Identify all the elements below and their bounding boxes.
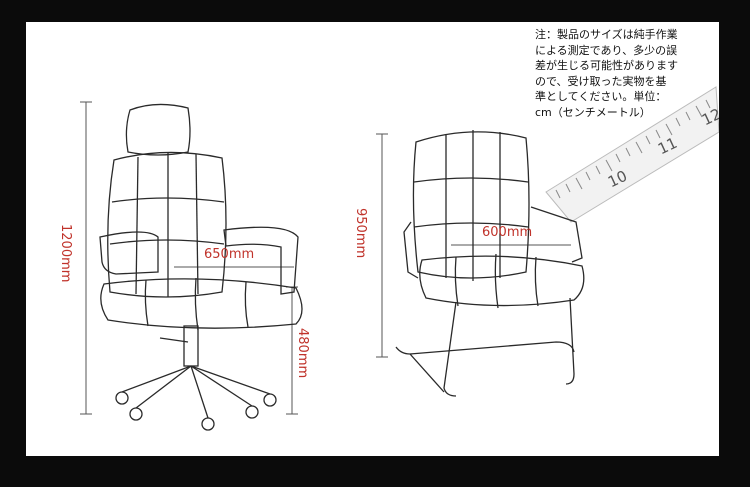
note-line: による測定であり、多少の誤 bbox=[535, 43, 678, 57]
office-chair-sketch bbox=[99, 103, 303, 431]
measurement-note: 注：製品のサイズは純手作業 による測定であり、多少の誤 差が生じる可能性がありま… bbox=[535, 27, 711, 120]
guest-chair-sketch bbox=[395, 130, 585, 397]
ruler-graphic bbox=[545, 86, 719, 223]
product-dimension-sheet: 1200mm 650mm 480mm 950mm 600mm 10 11 12 … bbox=[26, 22, 719, 456]
guest-chair-width-label: 600mm bbox=[482, 225, 533, 240]
note-line: 準としてください。単位： bbox=[535, 90, 667, 103]
office-chair-width-label: 650mm bbox=[204, 247, 255, 262]
chair-sketch-drawing bbox=[80, 86, 719, 431]
note-line: 注：製品のサイズは純手作業 bbox=[535, 28, 678, 41]
note-line: 差が生じる可能性があります bbox=[535, 59, 678, 72]
guest-chair-height-label: 950mm bbox=[353, 208, 368, 259]
note-line: ので、受け取った実物を基 bbox=[535, 74, 667, 88]
office-chair-seat-height-label: 480mm bbox=[295, 328, 310, 379]
office-chair-height-label: 1200mm bbox=[58, 224, 73, 283]
note-line: cm（センチメートル） bbox=[535, 105, 651, 119]
dimension-lines bbox=[80, 101, 571, 415]
